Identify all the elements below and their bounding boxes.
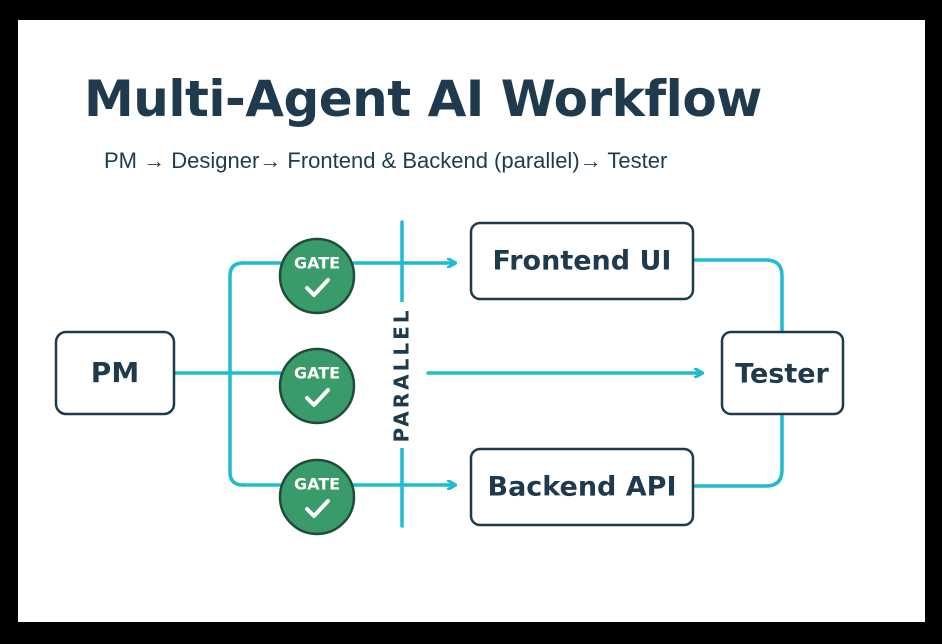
node-backend-api[interactable]: Backend API: [469, 447, 695, 527]
node-frontend-ui-label: Frontend UI: [493, 246, 672, 277]
gate-top-label: GATE: [294, 254, 340, 273]
workflow-diagram: PARALLEL PM Frontend UI Backend API Test…: [54, 220, 845, 536]
page-title: Multi-Agent AI Workflow: [84, 70, 762, 128]
node-pm[interactable]: PM: [54, 330, 176, 416]
node-backend-api-label: Backend API: [487, 472, 676, 503]
checkmark-icon: [305, 499, 330, 518]
page-subtitle: PM → Designer→ Frontend & Backend (paral…: [104, 148, 668, 173]
gate-middle[interactable]: GATE: [278, 347, 356, 425]
gate-bottom-label: GATE: [294, 475, 340, 494]
checkmark-icon: [305, 388, 330, 407]
connector-backend-to-tester: [691, 414, 784, 488]
node-pm-label: PM: [91, 356, 139, 389]
gate-top[interactable]: GATE: [278, 237, 356, 315]
gate-middle-label: GATE: [294, 364, 340, 383]
node-frontend-ui[interactable]: Frontend UI: [469, 221, 695, 301]
node-tester[interactable]: Tester: [720, 330, 845, 416]
checkmark-icon: [305, 278, 330, 297]
diagram-canvas: Multi-Agent AI Workflow PM → Designer→ F…: [18, 20, 925, 622]
connector-frontend-to-tester: [691, 258, 784, 332]
gate-bottom[interactable]: GATE: [278, 458, 356, 536]
node-tester-label: Tester: [735, 359, 829, 390]
parallel-label: PARALLEL: [390, 307, 414, 442]
